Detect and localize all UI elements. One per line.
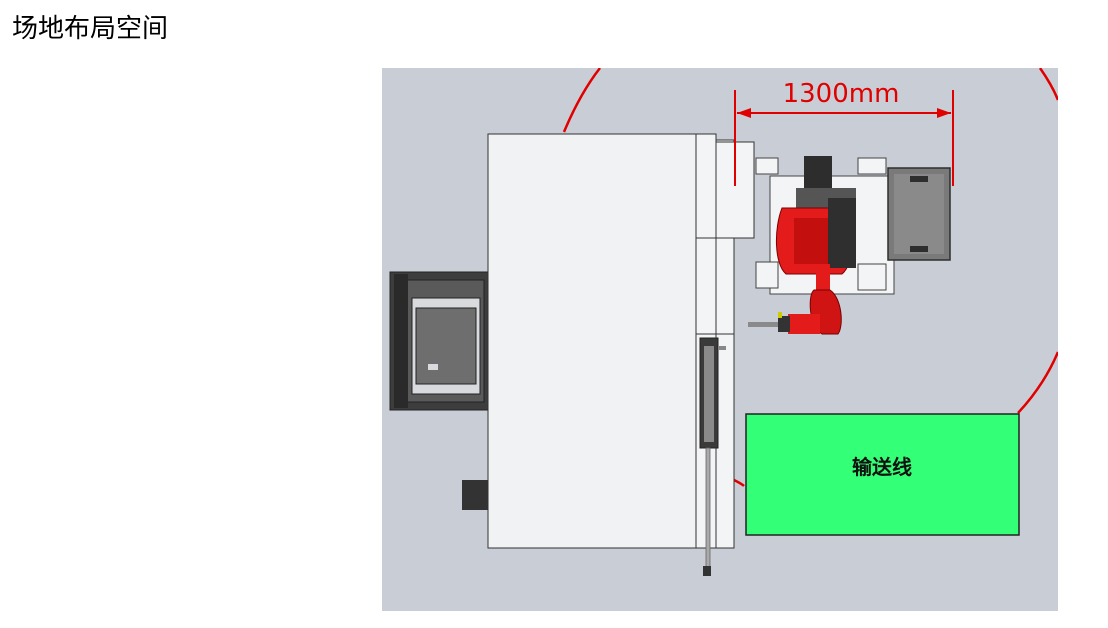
drawer-unit (389, 271, 489, 411)
conveyor-box (745, 413, 1020, 536)
dimension-arrow-right (937, 108, 951, 118)
conveyor: 输送线 (745, 413, 1020, 536)
small-block (462, 480, 488, 510)
gray-cabinet (887, 167, 951, 261)
dimension-annotation: 1300mm (734, 79, 954, 186)
reach-arc-top-left (562, 68, 601, 133)
reach-arc-top-right (1038, 68, 1058, 101)
reach-arc-bottom-left (733, 478, 745, 487)
layout-diagram: 1300mm 输送线 (382, 68, 1058, 611)
page-title: 场地布局空间 (12, 14, 169, 44)
robot-arm (748, 156, 856, 335)
dimension-arrow-left (737, 108, 751, 118)
dimension-label: 1300mm (783, 79, 900, 109)
reach-arc-right (1017, 351, 1058, 414)
machine-body (487, 133, 697, 549)
conveyor-label: 输送线 (852, 455, 912, 479)
door-slider (699, 337, 726, 576)
